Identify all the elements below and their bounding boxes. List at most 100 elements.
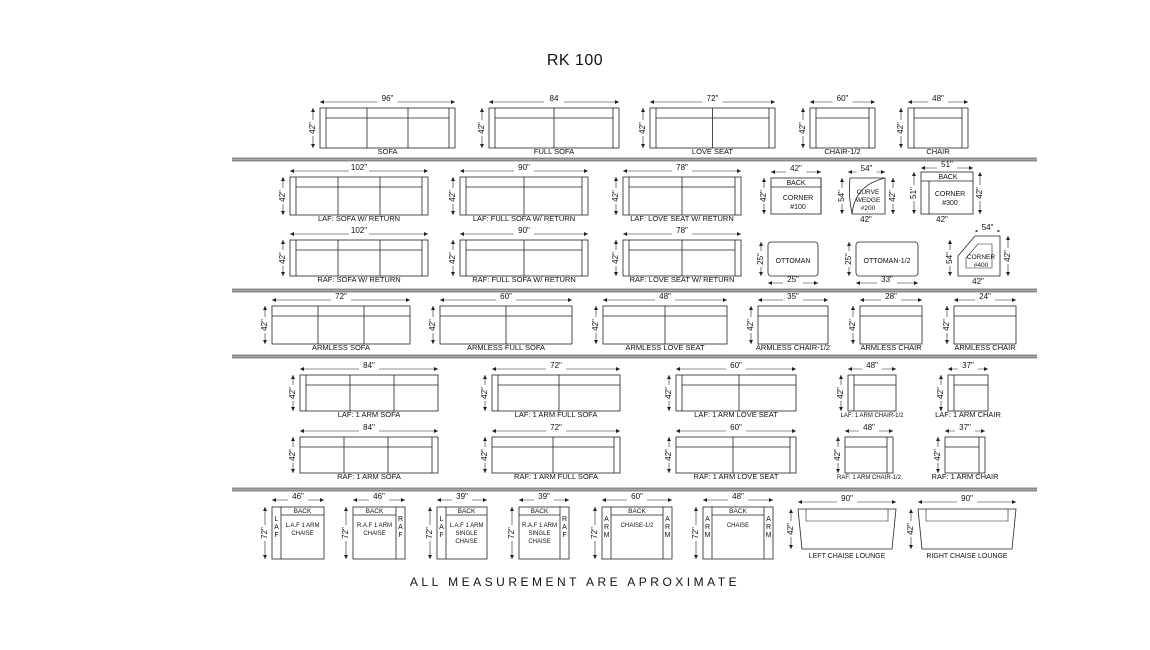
- arm-letter: R: [398, 516, 403, 523]
- width-label: 42": [790, 164, 802, 173]
- width-label: 48": [732, 492, 744, 501]
- arrow-up-icon: [667, 437, 671, 441]
- depth-label: 54": [837, 190, 846, 202]
- sofa-module: 72"42"ARMLESS SOFA: [259, 292, 411, 352]
- arrow-left-icon: [860, 298, 864, 302]
- label-bg: [479, 385, 487, 401]
- arrow-left-icon: [300, 429, 304, 433]
- arrow-left-icon: [650, 100, 654, 104]
- depth-label: 42": [833, 449, 842, 461]
- module-label: CHAIR: [926, 147, 950, 156]
- arrow-left-icon: [810, 100, 814, 104]
- arm-letter: A: [398, 524, 403, 531]
- label-bg: [847, 317, 855, 333]
- label-bg: [479, 447, 487, 463]
- sofa-module: 48"42"CHAIR: [895, 94, 969, 156]
- arrow-down-icon: [891, 210, 895, 214]
- depth-label: 42": [480, 449, 489, 461]
- right-chaise-lounge: 90"42"RIGHT CHAISE LOUNGE: [905, 494, 1017, 560]
- depth-label: 42": [477, 122, 486, 134]
- label-bg: [259, 317, 267, 333]
- arrow-up-icon: [762, 178, 766, 182]
- arm-letter: A: [766, 516, 771, 523]
- arrow-down-icon: [912, 210, 916, 214]
- label-bg: [859, 425, 879, 433]
- width-label: 60": [631, 492, 643, 501]
- depth-label: 42": [308, 122, 317, 134]
- ottoman-outline: [855, 241, 919, 277]
- chaise-outline: [702, 506, 774, 560]
- depth-label: 42": [638, 122, 647, 134]
- arrow-right-icon: [918, 298, 922, 302]
- label-bg: [427, 317, 435, 333]
- arrow-left-icon: [492, 367, 496, 371]
- left-chaise-lounge: 90"42"LEFT CHAISE LOUNGE: [785, 494, 897, 560]
- section-separator: [232, 289, 1037, 292]
- module-label: SOFA: [377, 147, 397, 156]
- sofa-module: 48"42"ARMLESS LOVE SEAT: [590, 292, 728, 352]
- sofa-module: 72"42"LAF: 1 ARM FULL SOFA: [479, 361, 621, 419]
- back-label: BACK: [786, 180, 805, 187]
- label-bg: [958, 363, 978, 371]
- arrow-left-icon: [758, 298, 762, 302]
- corner-label: CORNER: [967, 254, 995, 261]
- arrow-left-icon: [918, 500, 922, 504]
- arrow-right-icon: [871, 100, 875, 104]
- arrow-up-icon: [694, 507, 698, 511]
- arrow-down-icon: [483, 469, 487, 473]
- chaise-outline: [271, 506, 325, 560]
- label-bg: [908, 185, 916, 201]
- module-label: RAF: 1 ARM FULL SOFA: [514, 472, 598, 481]
- arm-letter: M: [604, 532, 610, 539]
- width-label: 90": [961, 494, 973, 503]
- arrow-left-icon: [440, 298, 444, 302]
- arm-letter: L: [275, 516, 279, 523]
- corner-number: #400: [974, 262, 989, 269]
- arrow-left-icon: [290, 169, 294, 173]
- arrow-down-icon: [948, 272, 952, 276]
- depth-label: 42": [896, 122, 905, 134]
- back-label: BACK: [938, 174, 957, 181]
- depth-label: 42": [933, 449, 942, 461]
- sofa-module: 24"42"ARMLESS CHAIR: [941, 292, 1017, 352]
- arrow-left-icon: [290, 232, 294, 236]
- depth-label: 42": [798, 122, 807, 134]
- arrow-left-icon: [489, 100, 493, 104]
- sofa-outline: [271, 305, 411, 345]
- arrow-right-icon: [424, 232, 428, 236]
- sofa-outline: [947, 374, 989, 412]
- width-label: 28": [885, 292, 897, 301]
- module-label: RAF: 1 ARM CHAIR: [931, 472, 999, 481]
- module-label: ARMLESS CHAIR-1/2: [756, 343, 830, 352]
- label-bg: [975, 294, 995, 302]
- label-bg: [977, 225, 998, 233]
- width-label: 48": [866, 361, 878, 370]
- arrow-left-icon: [798, 500, 802, 504]
- arrow-down-icon: [281, 211, 285, 215]
- arrow-left-icon: [848, 367, 852, 371]
- arm-letter: A: [705, 516, 710, 523]
- arrow-right-icon: [964, 100, 968, 104]
- label-bg: [663, 447, 671, 463]
- sofa-outline: [675, 436, 797, 474]
- label-bg: [349, 228, 369, 236]
- label-bg: [832, 447, 840, 463]
- label-bg: [974, 185, 982, 201]
- label-bg: [349, 165, 369, 173]
- depth-label: 42": [288, 387, 297, 399]
- arrow-up-icon: [978, 172, 982, 176]
- arrow-left-icon: [908, 100, 912, 104]
- arrow-down-icon: [263, 340, 267, 344]
- label-bg: [610, 250, 618, 266]
- depth-label: 42": [848, 319, 857, 331]
- label-bg: [369, 494, 389, 502]
- sofa-module: 60"42"CHAIR-1/2: [797, 94, 876, 156]
- label-bg: [932, 447, 940, 463]
- sofa-module: 90"42"RAF: FULL SOFA W/ RETURN: [447, 226, 589, 284]
- sofa-module: 90"42"LAF: FULL SOFA W/ RETURN: [447, 163, 589, 223]
- depth-label: 72": [260, 527, 269, 539]
- depth-label: 42": [786, 523, 795, 535]
- arm-letter: F: [439, 532, 443, 539]
- arrow-up-icon: [936, 437, 940, 441]
- module-label: RAF: 1 ARM CHAIR-1/2: [837, 475, 902, 481]
